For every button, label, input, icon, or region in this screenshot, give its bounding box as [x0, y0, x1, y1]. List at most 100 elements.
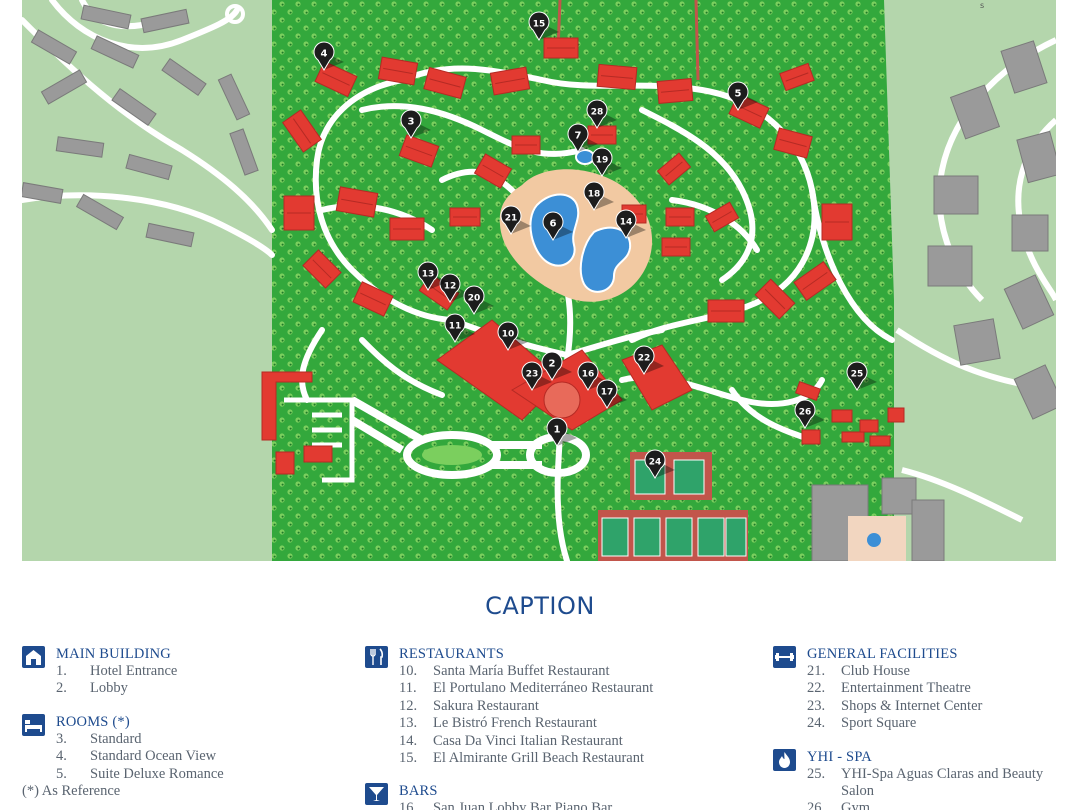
roof-ridge: [322, 72, 350, 86]
section-title: YHI - SPA: [807, 748, 872, 765]
marker-label: 20: [468, 294, 481, 304]
list-item: 2.Lobby: [56, 680, 128, 697]
roof-ridge: [661, 89, 689, 93]
marker-label: 19: [596, 156, 609, 166]
item-list: 21.Club House 22.Entertainment Theatre 2…: [807, 663, 1063, 733]
section-main-building: MAIN BUILDING 1.Hotel Entrance 2.Lobby: [22, 645, 342, 698]
marker-13: 13: [417, 261, 448, 291]
marker-2: 2: [541, 351, 572, 381]
roof-ridge: [495, 77, 525, 85]
section-title: BARS: [399, 783, 438, 800]
list-item: 13.Le Bistró French Restaurant: [399, 715, 597, 732]
marker-label: 10: [502, 330, 515, 340]
neighbor-buildings-right: [811, 40, 1056, 561]
list-item: 22.Entertainment Theatre: [807, 680, 971, 697]
list-item: 15.El Almirante Grill Beach Restaurant: [399, 750, 644, 767]
list-item: 5.Suite Deluxe Romance: [56, 765, 224, 782]
marker-label: 17: [601, 388, 614, 398]
marker-label: 21: [505, 214, 518, 224]
neighbor-buildings-left: [22, 4, 259, 248]
marker-21: 21: [500, 205, 531, 235]
roof-ridge: [312, 259, 332, 279]
item-list: 25.YHI-Spa Aguas Claras and Beauty Salon…: [807, 766, 1063, 810]
section-restaurants: RESTAURANTS 10.Santa María Buffet Restau…: [365, 645, 745, 767]
entrance-garden: [422, 445, 482, 465]
section-rooms: ROOMS (*) 3.Standard 4.Standard Ocean Vi…: [22, 713, 342, 801]
caption-column-2: RESTAURANTS 10.Santa María Buffet Restau…: [365, 645, 745, 810]
marker-20: 20: [463, 285, 494, 315]
marker-label: 22: [638, 354, 651, 364]
list-item: 12.Sakura Restaurant: [399, 697, 539, 714]
section-bars: BARS 16.San Juan Lobby Bar Piano Bar: [365, 782, 745, 810]
marker-label: 12: [444, 282, 457, 292]
caption-title: CAPTION: [485, 592, 595, 620]
marker-label: 7: [575, 131, 582, 142]
house-icon: [22, 646, 45, 668]
marker-1: 1: [546, 417, 577, 447]
marker-3: 3: [400, 109, 431, 139]
entrance-drive: [349, 396, 590, 479]
section-title: ROOMS (*): [56, 713, 130, 730]
roof-ridge: [601, 75, 633, 79]
cocktail-icon: [365, 783, 388, 806]
marker-label: 18: [588, 190, 601, 200]
list-item: 4.Standard Ocean View: [56, 748, 217, 765]
marker-label: 16: [582, 370, 595, 380]
marker-label: 1: [554, 425, 561, 436]
item-list: 10.Santa María Buffet Restaurant 11.El P…: [399, 663, 745, 767]
parking: [284, 397, 355, 483]
fork-knife-icon: [365, 646, 388, 668]
marker-label: 28: [591, 108, 604, 118]
list-item: 21.Club House: [807, 663, 910, 679]
room-blocks: [281, 37, 853, 323]
small-pool: [575, 149, 595, 165]
section-title: RESTAURANTS: [399, 646, 504, 662]
list-item: 24.Sport Square: [807, 715, 917, 732]
roof-ridge: [360, 292, 386, 306]
marker-5: 5: [727, 81, 758, 111]
marker-10: 10: [497, 321, 528, 351]
section-title: MAIN BUILDING: [56, 646, 171, 662]
marker-label: 25: [851, 370, 864, 380]
marker-11: 11: [444, 313, 475, 343]
list-item: 26.Gym: [807, 800, 870, 810]
item-list: 1.Hotel Entrance 2.Lobby: [56, 663, 342, 698]
marker-label: 6: [550, 219, 557, 230]
location-markers: 1234567101112131415161718192021222324252…: [313, 11, 877, 479]
roof-ridge: [405, 145, 433, 157]
marker-23: 23: [521, 361, 552, 391]
roof-ridge: [665, 161, 683, 177]
marker-label: 15: [533, 20, 546, 30]
marker-14: 14: [615, 209, 646, 239]
marker-19: 19: [591, 147, 622, 177]
marker-label: 3: [408, 117, 415, 128]
section-yhi-spa: YHI - SPA 25.YHI-Spa Aguas Claras and Be…: [773, 748, 1063, 810]
list-item: 1.Hotel Entrance: [56, 663, 178, 679]
marker-25: 25: [846, 361, 877, 391]
dumbbell-icon: [773, 646, 796, 668]
roof-ridge: [482, 164, 504, 178]
sport-courts: [598, 452, 748, 561]
section-title: GENERAL FACILITIES: [807, 646, 958, 662]
marker-label: 13: [422, 270, 435, 280]
marker-label: 2: [549, 359, 556, 370]
marker-15: 15: [528, 11, 559, 41]
roof-ridge: [712, 211, 732, 223]
list-item: 23.Shops & Internet Center: [807, 697, 983, 714]
list-item: 11.El Portulano Mediterráneo Restaurant: [399, 680, 654, 697]
list-item: 16.San Juan Lobby Bar Piano Bar: [399, 800, 613, 810]
marker-24: 24: [644, 449, 675, 479]
item-list: 16.San Juan Lobby Bar Piano Bar: [399, 800, 745, 810]
marker-16: 16: [577, 361, 608, 391]
marker-17: 17: [596, 379, 627, 409]
item-list: 3.Standard 4.Standard Ocean View 5.Suite…: [56, 731, 342, 783]
marker-label: 24: [649, 458, 662, 468]
roundabout: [225, 4, 245, 24]
flame-icon: [773, 748, 796, 771]
resort-map-canvas: 1234567101112131415161718192021222324252…: [22, 0, 1056, 561]
marker-4: 4: [313, 41, 344, 71]
roof-ridge: [429, 78, 461, 88]
roof-ridge: [764, 288, 786, 310]
rooms-note: (*) As Reference: [22, 783, 121, 800]
